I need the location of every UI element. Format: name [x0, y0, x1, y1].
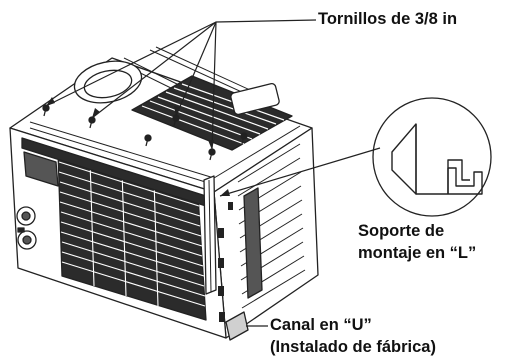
- detail-circle: [372, 97, 492, 217]
- l-bracket-edge: [208, 179, 212, 293]
- l-bracket-profile: [391, 123, 483, 195]
- front-grille-louvers: [58, 159, 206, 307]
- screws: [42, 104, 248, 161]
- fan-cover-inner: [83, 69, 133, 99]
- top-grille-cap: [230, 82, 280, 116]
- side-clips: [218, 202, 233, 322]
- label-u-channel-line1: Canal en “U”: [270, 316, 372, 334]
- control-knobs: [16, 206, 37, 250]
- leader-arrowheads: [46, 97, 230, 196]
- label-l-bracket: Soporte de montaje en “L”: [358, 220, 476, 264]
- label-l-bracket-line1: Soporte de: [358, 222, 445, 240]
- leader-lines: [45, 19, 381, 327]
- label-u-channel-line2: (Instalado de fábrica): [270, 338, 436, 356]
- side-slot-dark: [243, 187, 263, 299]
- label-l-bracket-line2: montaje en “L”: [358, 244, 477, 262]
- top-front-rail: [29, 121, 301, 185]
- label-u-channel: Canal en “U” (Instalado de fábrica): [270, 314, 436, 358]
- label-screws: Tornillos de 3/8 in: [318, 10, 458, 28]
- front-upper-vent: [23, 151, 59, 187]
- u-channel: [225, 311, 249, 341]
